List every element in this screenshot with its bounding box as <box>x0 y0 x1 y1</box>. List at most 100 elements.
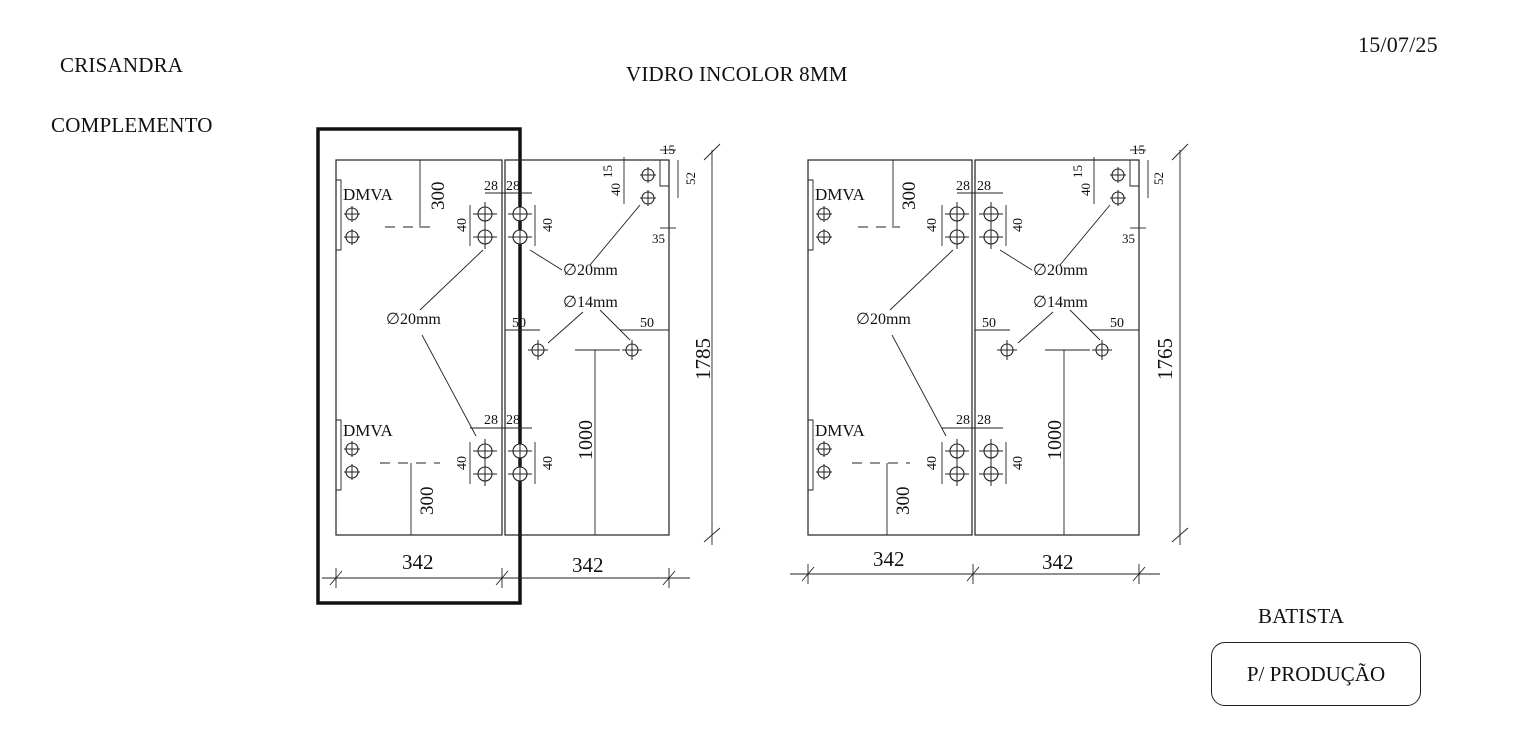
hole-marker <box>344 229 360 245</box>
hinge-label-top: DMVA <box>343 185 393 204</box>
dim-50-left: 50 <box>982 316 996 331</box>
hole-marker <box>816 464 832 480</box>
callout-hole-20-left: ∅20mm <box>386 311 441 328</box>
dim-40-c: 40 <box>455 456 470 470</box>
hinge-label-bottom: DMVA <box>343 421 393 440</box>
dim-50-right: 50 <box>1110 316 1124 331</box>
drawing-right: DMVA DMVA 300 300 <box>790 142 1189 584</box>
hole-marker <box>1092 340 1112 360</box>
dim-28-d: 28 <box>977 413 991 428</box>
dim-28-c: 28 <box>956 413 970 428</box>
notch-cut <box>1115 159 1139 187</box>
dim-40-e: 40 <box>1078 183 1093 196</box>
leader-line <box>1069 309 1101 341</box>
callout-hole-20-right: ∅20mm <box>563 262 618 279</box>
hole-marker <box>473 439 497 463</box>
dim-tick <box>703 527 721 543</box>
dim-40-a: 40 <box>925 218 940 232</box>
hinge-recess-top <box>808 179 814 251</box>
hole-marker <box>945 462 969 486</box>
hole-marker <box>816 229 832 245</box>
hinge-holes <box>344 167 656 486</box>
glass-pane-right <box>504 159 670 536</box>
dim-height: 1765 <box>1153 338 1177 380</box>
leader-line <box>889 249 954 311</box>
dim-15-a: 15 <box>662 142 675 157</box>
hole-marker <box>1110 190 1126 206</box>
dim-28-b: 28 <box>977 179 991 194</box>
hole-marker <box>528 340 548 360</box>
dim-15-a: 15 <box>1132 142 1145 157</box>
status-badge: P/ PRODUÇÃO <box>1211 642 1421 706</box>
dim-28-b: 28 <box>506 179 520 194</box>
hole-marker <box>640 190 656 206</box>
dim-tick <box>801 566 815 582</box>
hole-marker <box>622 340 642 360</box>
client-name: CRISANDRA <box>60 53 184 77</box>
dim-35: 35 <box>652 231 665 246</box>
dim-height: 1785 <box>691 338 715 380</box>
dim-40-d: 40 <box>541 456 556 470</box>
dim-40-a: 40 <box>455 218 470 232</box>
hinge-recess-bottom <box>336 419 342 491</box>
dim-300-top: 300 <box>899 182 920 211</box>
leader-line <box>419 249 484 311</box>
leader-line <box>421 334 477 437</box>
dim-52: 52 <box>1151 172 1166 185</box>
hole-marker <box>979 225 1003 249</box>
notch-cut <box>645 159 669 187</box>
callout-hole-14: ∅14mm <box>563 294 618 311</box>
dim-52: 52 <box>683 172 698 185</box>
hole-marker <box>1110 167 1126 183</box>
leader-line <box>589 204 641 266</box>
signer-name: BATISTA <box>1258 604 1345 628</box>
hole-marker <box>473 202 497 226</box>
dim-50-left: 50 <box>512 316 526 331</box>
callout-hole-20-left: ∅20mm <box>856 311 911 328</box>
drawing-left: DMVA DMVA 300 300 <box>322 142 721 588</box>
dim-tick <box>662 570 676 586</box>
dim-tick <box>966 566 980 582</box>
leader-line <box>891 334 947 437</box>
dim-tick <box>1171 143 1189 161</box>
dim-tick <box>495 570 509 586</box>
dim-15-b: 15 <box>1070 165 1085 178</box>
leader-line <box>599 309 631 341</box>
hinge-recess-top <box>336 179 342 251</box>
date-label: 15/07/25 <box>1358 32 1438 57</box>
glass-pane-right <box>974 159 1140 536</box>
dim-35: 35 <box>1122 231 1135 246</box>
job-subtitle: COMPLEMENTO <box>51 113 213 137</box>
dim-28-c: 28 <box>484 413 498 428</box>
hole-marker <box>979 439 1003 463</box>
hole-marker <box>344 441 360 457</box>
dim-40-b: 40 <box>541 218 556 232</box>
selection-frame <box>316 127 522 605</box>
hole-marker <box>344 206 360 222</box>
dim-width-left: 342 <box>873 547 905 571</box>
leader-line <box>999 249 1033 271</box>
hole-marker <box>945 202 969 226</box>
dim-40-c: 40 <box>925 456 940 470</box>
dim-15-b: 15 <box>600 165 615 178</box>
dim-28-a: 28 <box>484 179 498 194</box>
glass-pane-left <box>807 159 973 536</box>
hole-marker <box>997 340 1017 360</box>
hole-marker <box>945 439 969 463</box>
dim-width-right: 342 <box>1042 550 1074 574</box>
material-title: VIDRO INCOLOR 8MM <box>626 62 848 86</box>
dim-40-b: 40 <box>1011 218 1026 232</box>
dim-40-e: 40 <box>608 183 623 196</box>
hole-marker <box>816 441 832 457</box>
dim-tick <box>1171 527 1189 543</box>
dim-tick <box>329 570 343 586</box>
dim-28-d: 28 <box>506 413 520 428</box>
hinge-label-top: DMVA <box>815 185 865 204</box>
hole-marker <box>473 225 497 249</box>
dim-tick <box>1132 566 1146 582</box>
hole-marker <box>508 225 532 249</box>
dim-300-bottom: 300 <box>417 487 438 516</box>
dim-300-bottom: 300 <box>893 487 914 516</box>
dim-300-top: 300 <box>428 182 449 211</box>
